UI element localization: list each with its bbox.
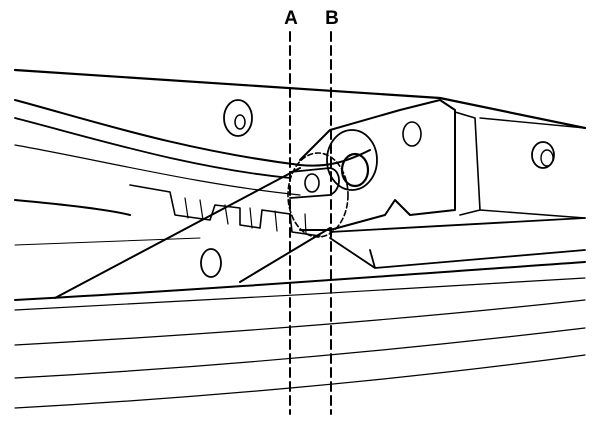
cowl-rib-4 — [249, 207, 253, 229]
cowl-lower-edge — [14, 199, 131, 216]
cowl-top-edge — [13, 68, 587, 130]
body-panel-line-3 — [14, 299, 586, 346]
cowl-upper-contour-2 — [14, 117, 291, 179]
clip-pin — [304, 173, 320, 193]
detail-highlight-circle — [287, 152, 349, 238]
body-panel-line-4 — [14, 327, 586, 379]
section-label-a: A — [284, 8, 298, 29]
upper-bolt-boss — [223, 99, 253, 137]
body-panel-line-5 — [14, 354, 586, 409]
leader-line-1 — [54, 167, 301, 299]
bracket-bolt-boss — [326, 129, 378, 191]
hinge-bracket-side — [479, 117, 586, 219]
cowl-upper-contour — [14, 99, 371, 167]
cowl-rib-2 — [199, 199, 204, 221]
leader-line-2 — [239, 227, 331, 283]
hinge-bracket-flange — [454, 111, 481, 216]
lower-panel-hole — [200, 248, 222, 278]
upper-bolt-hole — [234, 114, 246, 130]
cowl-rib-5 — [274, 210, 278, 232]
side-mount-hole-inner — [540, 149, 554, 167]
cowl-rib-6 — [304, 213, 307, 235]
body-panel-line-6 — [14, 237, 201, 246]
body-panel-line-2 — [14, 277, 586, 311]
section-label-b: B — [325, 8, 339, 29]
side-mount-hole — [531, 141, 555, 169]
cowl-ribbed-edge — [129, 184, 321, 237]
cowl-inner-contour — [14, 144, 301, 196]
cowl-rib-1 — [184, 197, 189, 219]
hinge-bracket-outline — [299, 99, 456, 231]
seal-strip — [329, 217, 586, 269]
bracket-upper-hole — [402, 121, 422, 147]
body-panel-line-1 — [14, 261, 586, 301]
